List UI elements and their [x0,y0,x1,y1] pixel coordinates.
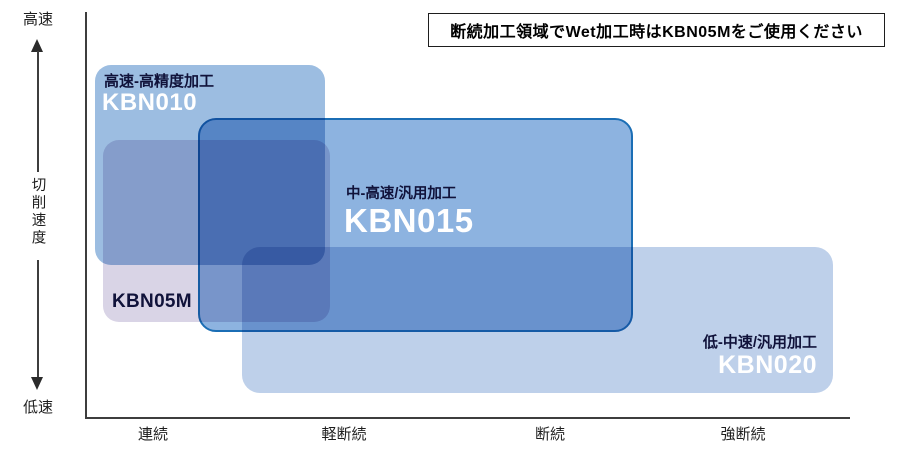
arrow-up-icon [31,39,43,52]
kbn015-grade-name: KBN015 [344,202,474,239]
arrow-down-icon [31,377,43,390]
kbn020-description: 低-中速/汎用加工 [702,334,817,351]
x-axis-label-renzoku: 連続 [137,426,169,443]
x-axis-label-danzoku: 断続 [534,426,566,443]
kbn010-grade-name: KBN010 [102,89,198,116]
note-box: 断続加工領域でWet加工時はKBN05Mをご使用ください [428,13,885,47]
kbn010-description: 高速-高精度加工 [104,73,214,90]
region-kbn015 [198,118,633,332]
x-axis-label-kyodanzoku: 強断続 [720,426,766,443]
y-axis-top-label: 高速 [22,11,54,28]
x-axis-label-keidanzoku: 軽断続 [321,426,367,443]
kbn015-description: 中-高速/汎用加工 [346,186,457,202]
kbn020-grade-name: KBN020 [718,351,817,379]
y-axis-bottom-label: 低速 [22,399,54,416]
kbn05m-grade-name: KBN05M [112,291,192,312]
x-axis-line [85,417,850,419]
y-axis-line [85,12,87,418]
note-text: 断続加工領域でWet加工時はKBN05Mをご使用ください [450,24,863,41]
arrow-line-upper [37,51,39,172]
arrow-line-lower [37,260,39,378]
y-axis-title: 切削速度 [29,177,46,247]
